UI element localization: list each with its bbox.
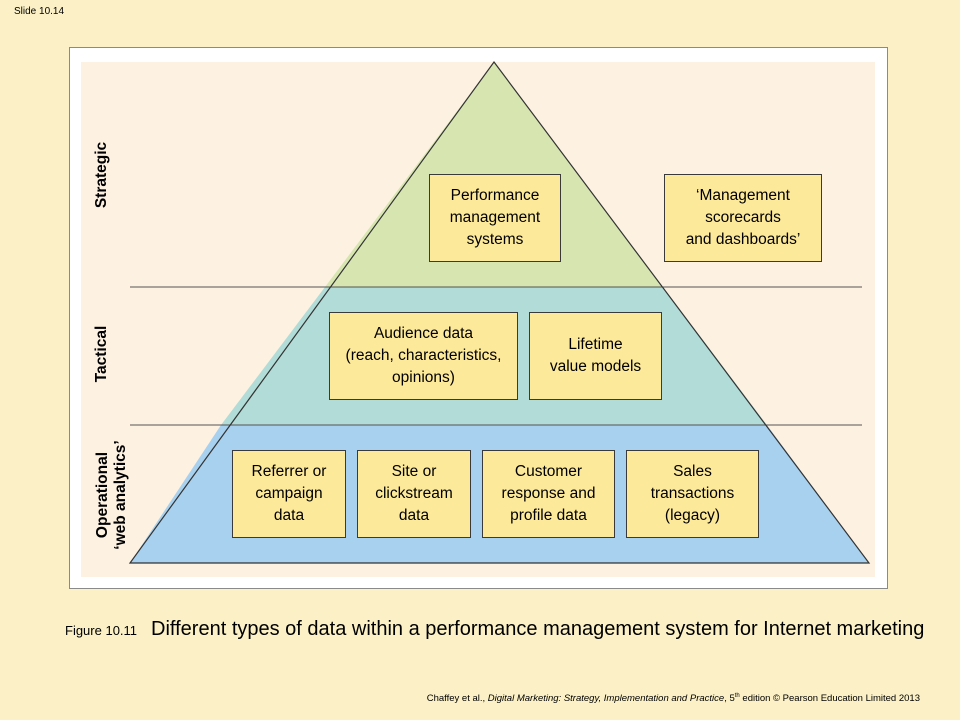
slide-number: Slide 10.14 [14, 6, 65, 17]
credit-rest: edition © Pearson Education Limited 2013 [739, 693, 920, 705]
credit-edition-prefix: , 5 [724, 693, 735, 705]
level-label-operational: Operational ‘web analytics’ [94, 430, 130, 560]
box-lifetime-value: Lifetime value models [529, 312, 662, 400]
box-performance-management: Performance management systems [429, 174, 561, 262]
credit-book-title: Digital Marketing: Strategy, Implementat… [487, 693, 725, 705]
box-audience-data: Audience data (reach, characteristics, o… [329, 312, 518, 400]
level-label-operational-line1: Operational [94, 451, 111, 539]
level-label-operational-line2: ‘web analytics’ [112, 440, 129, 550]
box-management-scorecards: ‘Management scorecards and dashboards’ [664, 174, 822, 262]
figure-number: Figure 10.11 [65, 623, 138, 638]
box-customer-data: Customer response and profile data [482, 450, 615, 538]
caption-text: Different types of data within a perform… [151, 618, 925, 640]
box-sales-transactions: Sales transactions (legacy) [626, 450, 759, 538]
box-clickstream-data: Site or clickstream data [357, 450, 471, 538]
box-referrer-data: Referrer or campaign data [232, 450, 346, 538]
credit-edition-sup: th [734, 693, 740, 699]
level-label-strategic: Strategic [93, 141, 110, 209]
level-label-tactical: Tactical [93, 325, 110, 383]
credit-authors: Chaffey et al., [426, 693, 486, 705]
figure-caption: Figure 10.11 Different types of data with… [65, 617, 925, 643]
pyramid-outline [128, 60, 871, 564]
source-credit: Chaffey et al., Digital Marketing: Strat… [427, 693, 920, 704]
